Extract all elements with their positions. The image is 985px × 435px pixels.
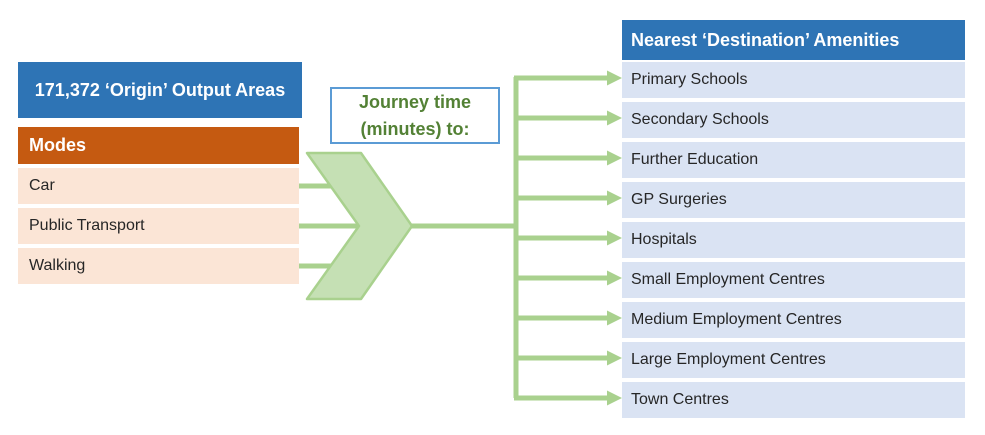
amenity-row-hospitals: Hospitals	[622, 222, 965, 258]
branch-arrowhead-icon-2	[607, 150, 622, 166]
journey-time-line1: Journey time	[358, 92, 472, 113]
branch-arrowhead-icon-0	[607, 70, 622, 86]
branch-arrowhead-icon-6	[607, 310, 622, 326]
journey-time-line2: (minutes) to:	[360, 118, 470, 139]
destination-header: Nearest ‘Destination’ Amenities	[622, 20, 965, 60]
amenity-row-large-employment-centres: Large Employment Centres	[622, 342, 965, 378]
mode-row-car: Car	[18, 168, 299, 204]
branch-arrowhead-icon-1	[607, 110, 622, 126]
chevron-arrow-icon	[305, 151, 414, 301]
branch-arrowhead-icon-7	[607, 350, 622, 366]
amenity-row-secondary-schools: Secondary Schools	[622, 102, 965, 138]
branch-arrowhead-icon-8	[607, 390, 622, 406]
origin-header: 171,372 ‘Origin’ Output Areas	[18, 62, 302, 118]
branch-arrowhead-icon-3	[607, 190, 622, 206]
mode-row-walking: Walking	[18, 248, 299, 284]
modes-header: Modes	[18, 127, 299, 164]
amenity-row-medium-employment-centres: Medium Employment Centres	[622, 302, 965, 338]
amenity-row-further-education: Further Education	[622, 142, 965, 178]
amenity-row-town-centres: Town Centres	[622, 382, 965, 418]
amenity-row-small-employment-centres: Small Employment Centres	[622, 262, 965, 298]
branch-arrowhead-icon-4	[607, 230, 622, 246]
journey-time-label: Journey time (minutes) to:	[330, 87, 500, 144]
branch-arrowhead-icon-5	[607, 270, 622, 286]
mode-row-public-transport: Public Transport	[18, 208, 299, 244]
amenity-row-gp-surgeries: GP Surgeries	[622, 182, 965, 218]
amenity-row-primary-schools: Primary Schools	[622, 62, 965, 98]
